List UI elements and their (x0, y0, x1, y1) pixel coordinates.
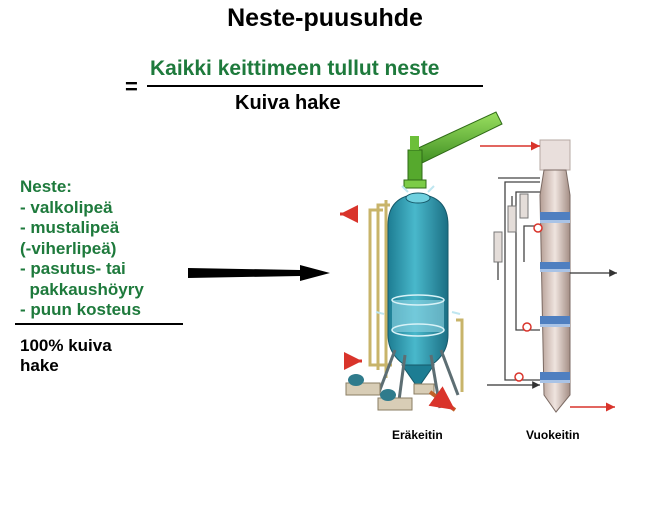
digester-vessel (387, 193, 449, 373)
equals-sign: = (125, 74, 138, 99)
continuous-digester-label: Vuokeitin (526, 428, 580, 442)
dry-chips-line: hake (20, 356, 59, 375)
divider-line (15, 323, 183, 325)
formula-numerator: Kaikki keittimeen tullut neste (150, 57, 440, 80)
liquid-item: - pasutus- tai (20, 259, 126, 278)
page-title: Neste-puusuhde (227, 4, 423, 32)
formula-denominator: Kuiva hake (235, 92, 341, 114)
circulation-piping (497, 177, 540, 381)
pointer-arrow (188, 265, 330, 281)
side-piping (368, 200, 464, 392)
liquid-list: Neste: - valkolipeä - mustalipeä (-viher… (20, 177, 144, 321)
liquid-item: - puun kosteus (20, 300, 141, 319)
base-pumps (345, 374, 435, 411)
liquid-item: - mustalipeä (20, 218, 120, 237)
batch-digester-graphic (340, 111, 503, 412)
liquid-heading: Neste: (20, 177, 72, 196)
dry-chips-line: 100% kuiva (20, 336, 112, 355)
screen-bands (540, 212, 570, 380)
liquid-item: (-viherlipeä) (20, 238, 117, 258)
batch-digester-label: Eräkeitin (392, 428, 443, 442)
liquid-item: - valkolipeä (20, 197, 113, 217)
liquid-item: pakkaushöyry (20, 279, 144, 299)
continuous-digester-graphic (480, 139, 617, 413)
fraction-line (147, 85, 483, 87)
dry-chips-label: 100% kuiva hake (20, 336, 112, 376)
feed-pipe (403, 111, 503, 189)
